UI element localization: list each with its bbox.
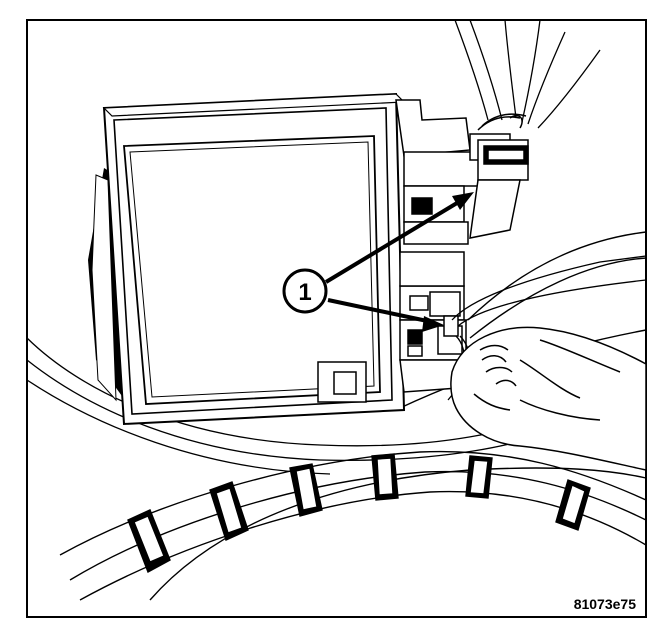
arrowhead-lower (422, 316, 444, 332)
callout-leaders (324, 198, 464, 324)
module-bezel (113, 107, 393, 415)
callout-circle (282, 268, 328, 314)
arrowhead-upper (452, 192, 474, 210)
technician-hand (450, 326, 647, 471)
module-face-inner (129, 141, 375, 398)
lower-connector (399, 251, 467, 393)
module-side-face (91, 174, 117, 402)
callout-number: 1 (298, 279, 311, 306)
wire-harness-upper (454, 19, 601, 129)
module-indicator-inner (333, 371, 357, 395)
figure-id: 81073e75 (574, 596, 637, 612)
module-face (123, 135, 381, 405)
taped-harness (59, 450, 647, 601)
